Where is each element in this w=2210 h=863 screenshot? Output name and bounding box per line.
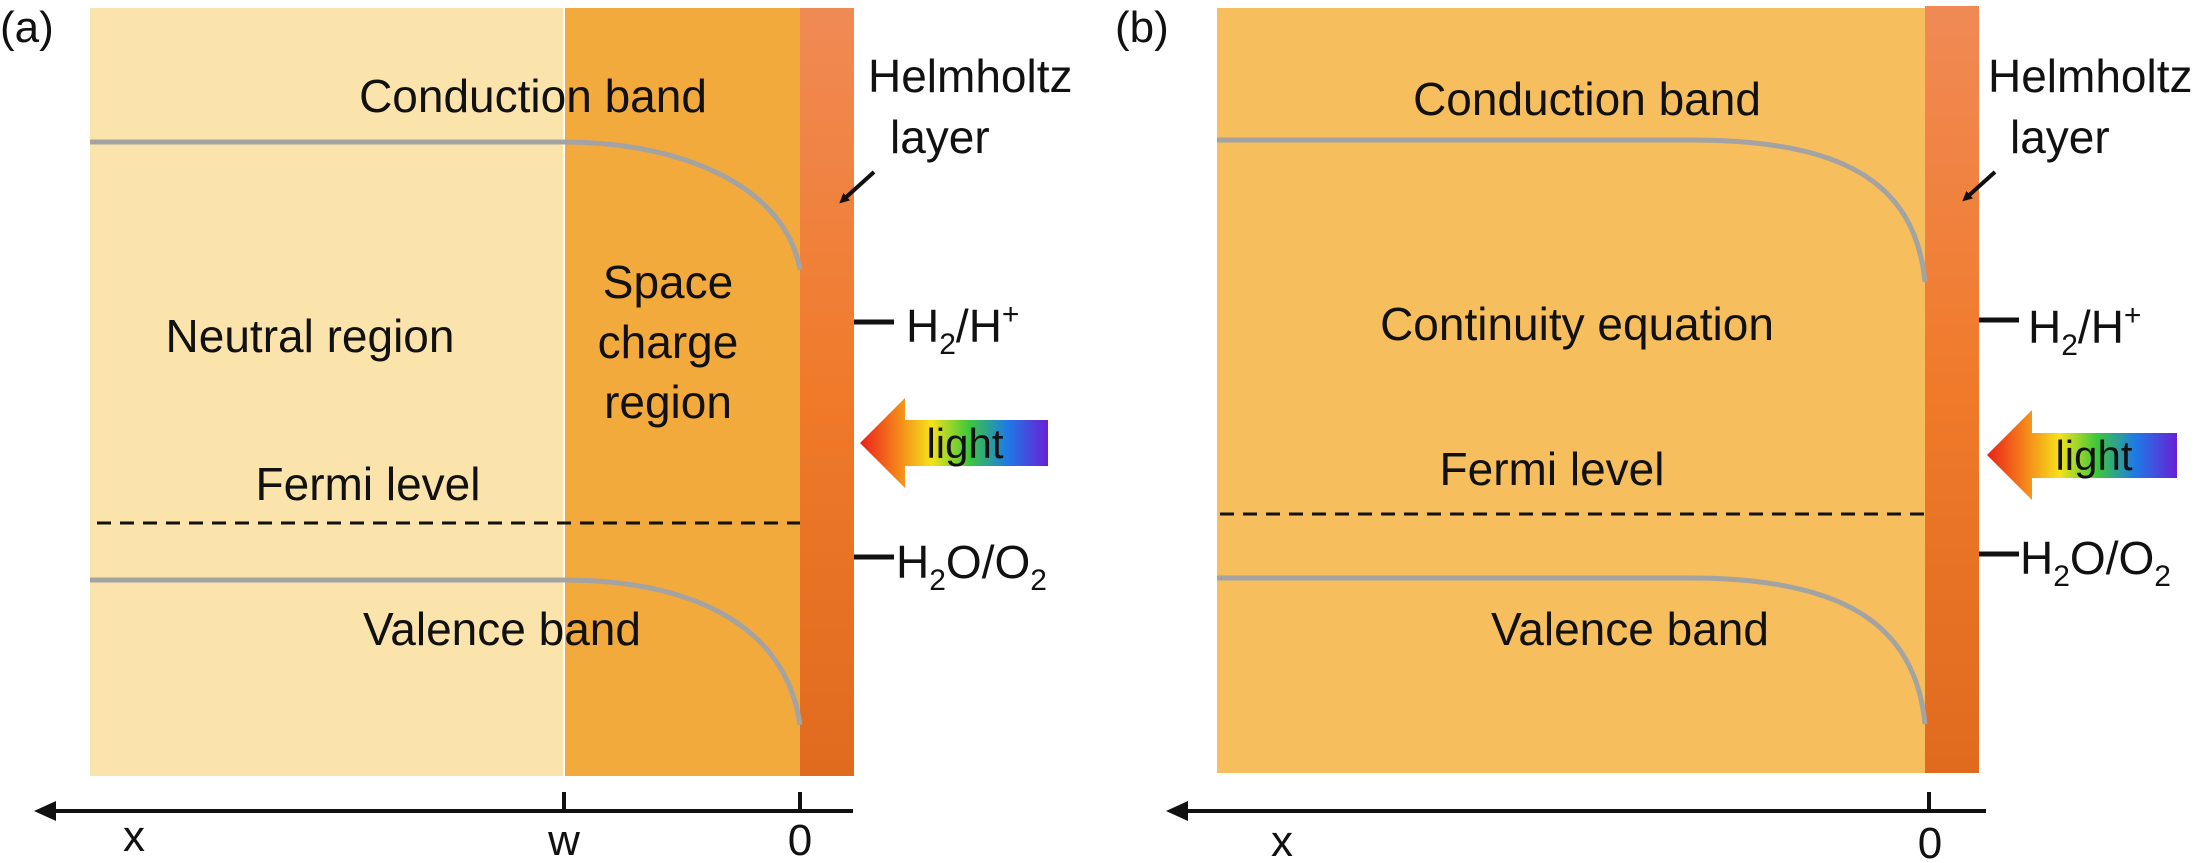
h2-redox-label: H2/H+ <box>2028 299 2141 362</box>
neutral-region-area <box>90 8 564 776</box>
panel-b-label: (b) <box>1115 3 1169 52</box>
axis-zero-label: 0 <box>788 816 812 863</box>
light-arrow <box>1987 410 2177 500</box>
conduction-band-label: Conduction band <box>1413 73 1761 125</box>
axis-zero-label: 0 <box>1918 819 1942 863</box>
valence-band-line <box>1217 575 1928 725</box>
space-charge-region-area <box>564 8 800 776</box>
axis-x-label: x <box>1271 817 1293 863</box>
axis-w-label: w <box>547 816 580 863</box>
helmholtz-layer-bar <box>1925 6 1979 773</box>
helmholtz-layer-bar <box>800 8 854 776</box>
o2-redox-label: H2O/O2 <box>2020 532 2171 593</box>
conduction-band-line <box>90 139 803 271</box>
continuity-equation-label: Continuity equation <box>1380 298 1774 350</box>
helmholtz-pointer-arrow <box>839 170 876 204</box>
x-axis-arrowhead <box>1166 801 1188 821</box>
space-charge-label-line1: Space <box>603 256 733 308</box>
neutral-region-label: Neutral region <box>166 310 455 362</box>
valence-band-label: Valence band <box>363 603 641 655</box>
panel-a-label: (a) <box>0 3 54 52</box>
o2-redox-label: H2O/O2 <box>896 536 1047 597</box>
space-charge-label-line2: charge <box>598 316 739 368</box>
panel-b: (b) Conduction band Continuity equation … <box>1115 3 2193 863</box>
light-label: light <box>926 420 1003 467</box>
h2-redox-label: H2/H+ <box>906 298 1019 361</box>
helmholtz-label-line2: layer <box>890 111 990 163</box>
conduction-band-label: Conduction band <box>359 70 707 122</box>
light-label: light <box>2055 432 2132 479</box>
x-axis-arrowhead <box>34 801 56 821</box>
fermi-level-label: Fermi level <box>256 458 481 510</box>
valence-band-line <box>90 577 803 726</box>
space-charge-label-line3: region <box>604 376 732 428</box>
conduction-band-line <box>1217 137 1928 283</box>
helmholtz-label-line2: layer <box>2010 111 2110 163</box>
fermi-level-label: Fermi level <box>1440 443 1665 495</box>
helmholtz-label-line1: Helmholtz <box>1988 50 2193 102</box>
valence-band-label: Valence band <box>1491 603 1769 655</box>
helmholtz-pointer-arrow <box>1962 170 1997 202</box>
axis-x-label: x <box>123 812 145 861</box>
light-arrow <box>860 398 1048 488</box>
helmholtz-label-line1: Helmholtz <box>868 50 1073 102</box>
semiconductor-area <box>1217 8 1925 773</box>
panel-a: (a) Conduction band Neutral region Space… <box>0 3 1073 863</box>
